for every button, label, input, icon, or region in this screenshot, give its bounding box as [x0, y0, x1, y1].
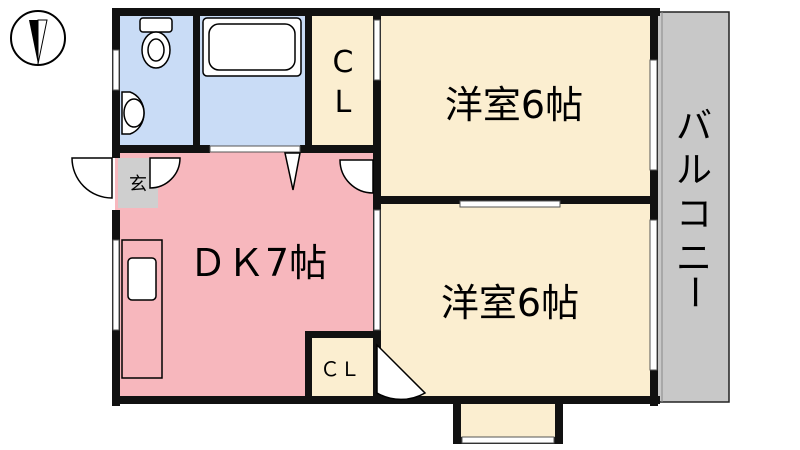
western-room-1-label: 洋室6帖 [445, 83, 583, 127]
western-room-2-label: 洋室6帖 [441, 281, 579, 325]
balcony [656, 11, 730, 403]
compass-icon [10, 10, 66, 66]
washbasin-icon [121, 91, 145, 135]
toilet-icon [139, 17, 173, 69]
closet-1-floor [309, 12, 377, 152]
balcony-char: ル [676, 150, 712, 191]
western-room-1-floor [377, 12, 657, 200]
closet-1-label-top: C [333, 45, 354, 80]
door-swing-icon [71, 152, 427, 401]
balcony-char: バ [676, 106, 712, 147]
balcony-char: ニ [676, 238, 712, 279]
western-room-2-floor [377, 200, 657, 400]
kitchen-sink-icon [121, 239, 163, 379]
entrance-label: 玄 [129, 174, 147, 195]
balcony-char: ー [673, 274, 714, 310]
windows [112, 19, 658, 444]
closet-1-label-bottom: L [335, 85, 352, 120]
dk-label: ＤＫ7帖 [189, 241, 327, 285]
balcony-char: コ [676, 194, 712, 235]
closet-2-floor [308, 335, 377, 400]
closet-2-label: ＣＬ [320, 357, 360, 381]
balcony-label: バ ル コ ニ ー [673, 106, 714, 310]
bathtub-icon [202, 17, 302, 77]
bay-window-floor [458, 400, 558, 440]
